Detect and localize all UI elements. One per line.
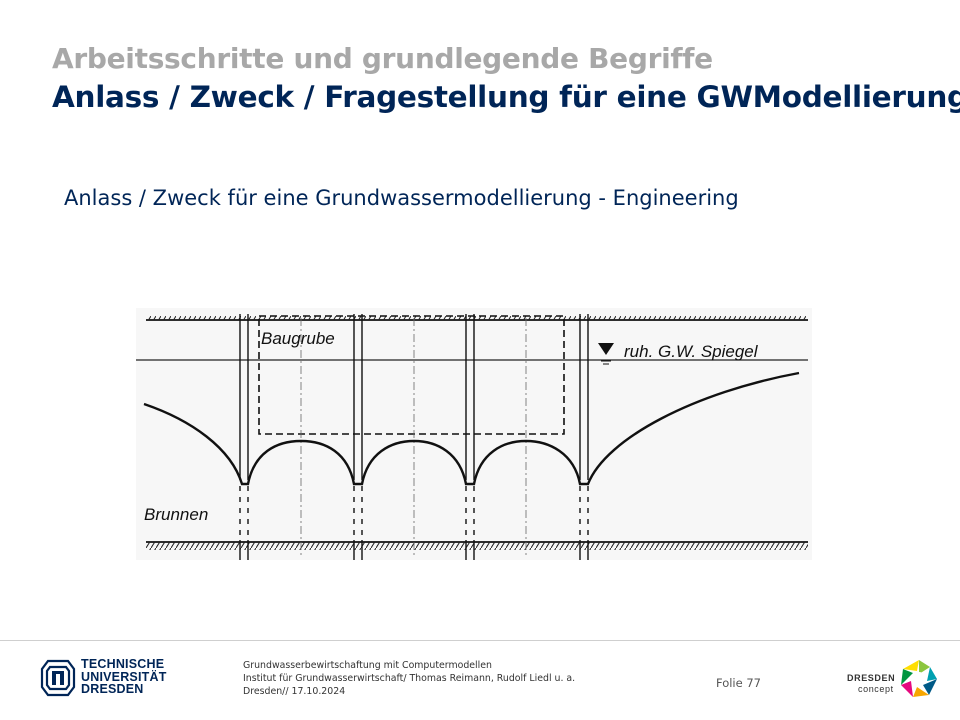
drawdown-curve [143, 371, 800, 486]
dewatering-diagram: Baugrube ruh. G.W. Spiegel Brunnen [136, 308, 812, 560]
slide-title: Anlass / Zweck / Fragestellung für eine … [52, 80, 960, 114]
water-table-label: ruh. G.W. Spiegel [624, 342, 759, 361]
ground-surface [146, 316, 808, 321]
tu-dresden-logo [40, 659, 76, 697]
footer-divider [0, 640, 960, 641]
axis-lines [300, 318, 527, 556]
excavation-pit [258, 315, 565, 435]
well-screens [239, 480, 589, 540]
impermeable-base [146, 541, 808, 550]
footer-info: Grundwasserbewirtschaftung mit Computerm… [243, 660, 576, 697]
university-name: TECHNISCHE UNIVERSITÄT DRESDEN [81, 657, 167, 696]
slide-supertitle: Arbeitsschritte und grundlegende Begriff… [52, 42, 713, 75]
slide-number: Folie 77 [716, 676, 761, 690]
brunnen-label: Brunnen [144, 505, 208, 524]
partner-subname: concept [858, 684, 894, 694]
partner-name: DRESDEN [847, 673, 896, 683]
water-table-symbol [598, 343, 614, 365]
baugrube-label: Baugrube [261, 329, 335, 348]
dresden-concept-logo [901, 660, 937, 697]
content-bullet: Anlass / Zweck für eine Grundwassermodel… [64, 186, 739, 210]
